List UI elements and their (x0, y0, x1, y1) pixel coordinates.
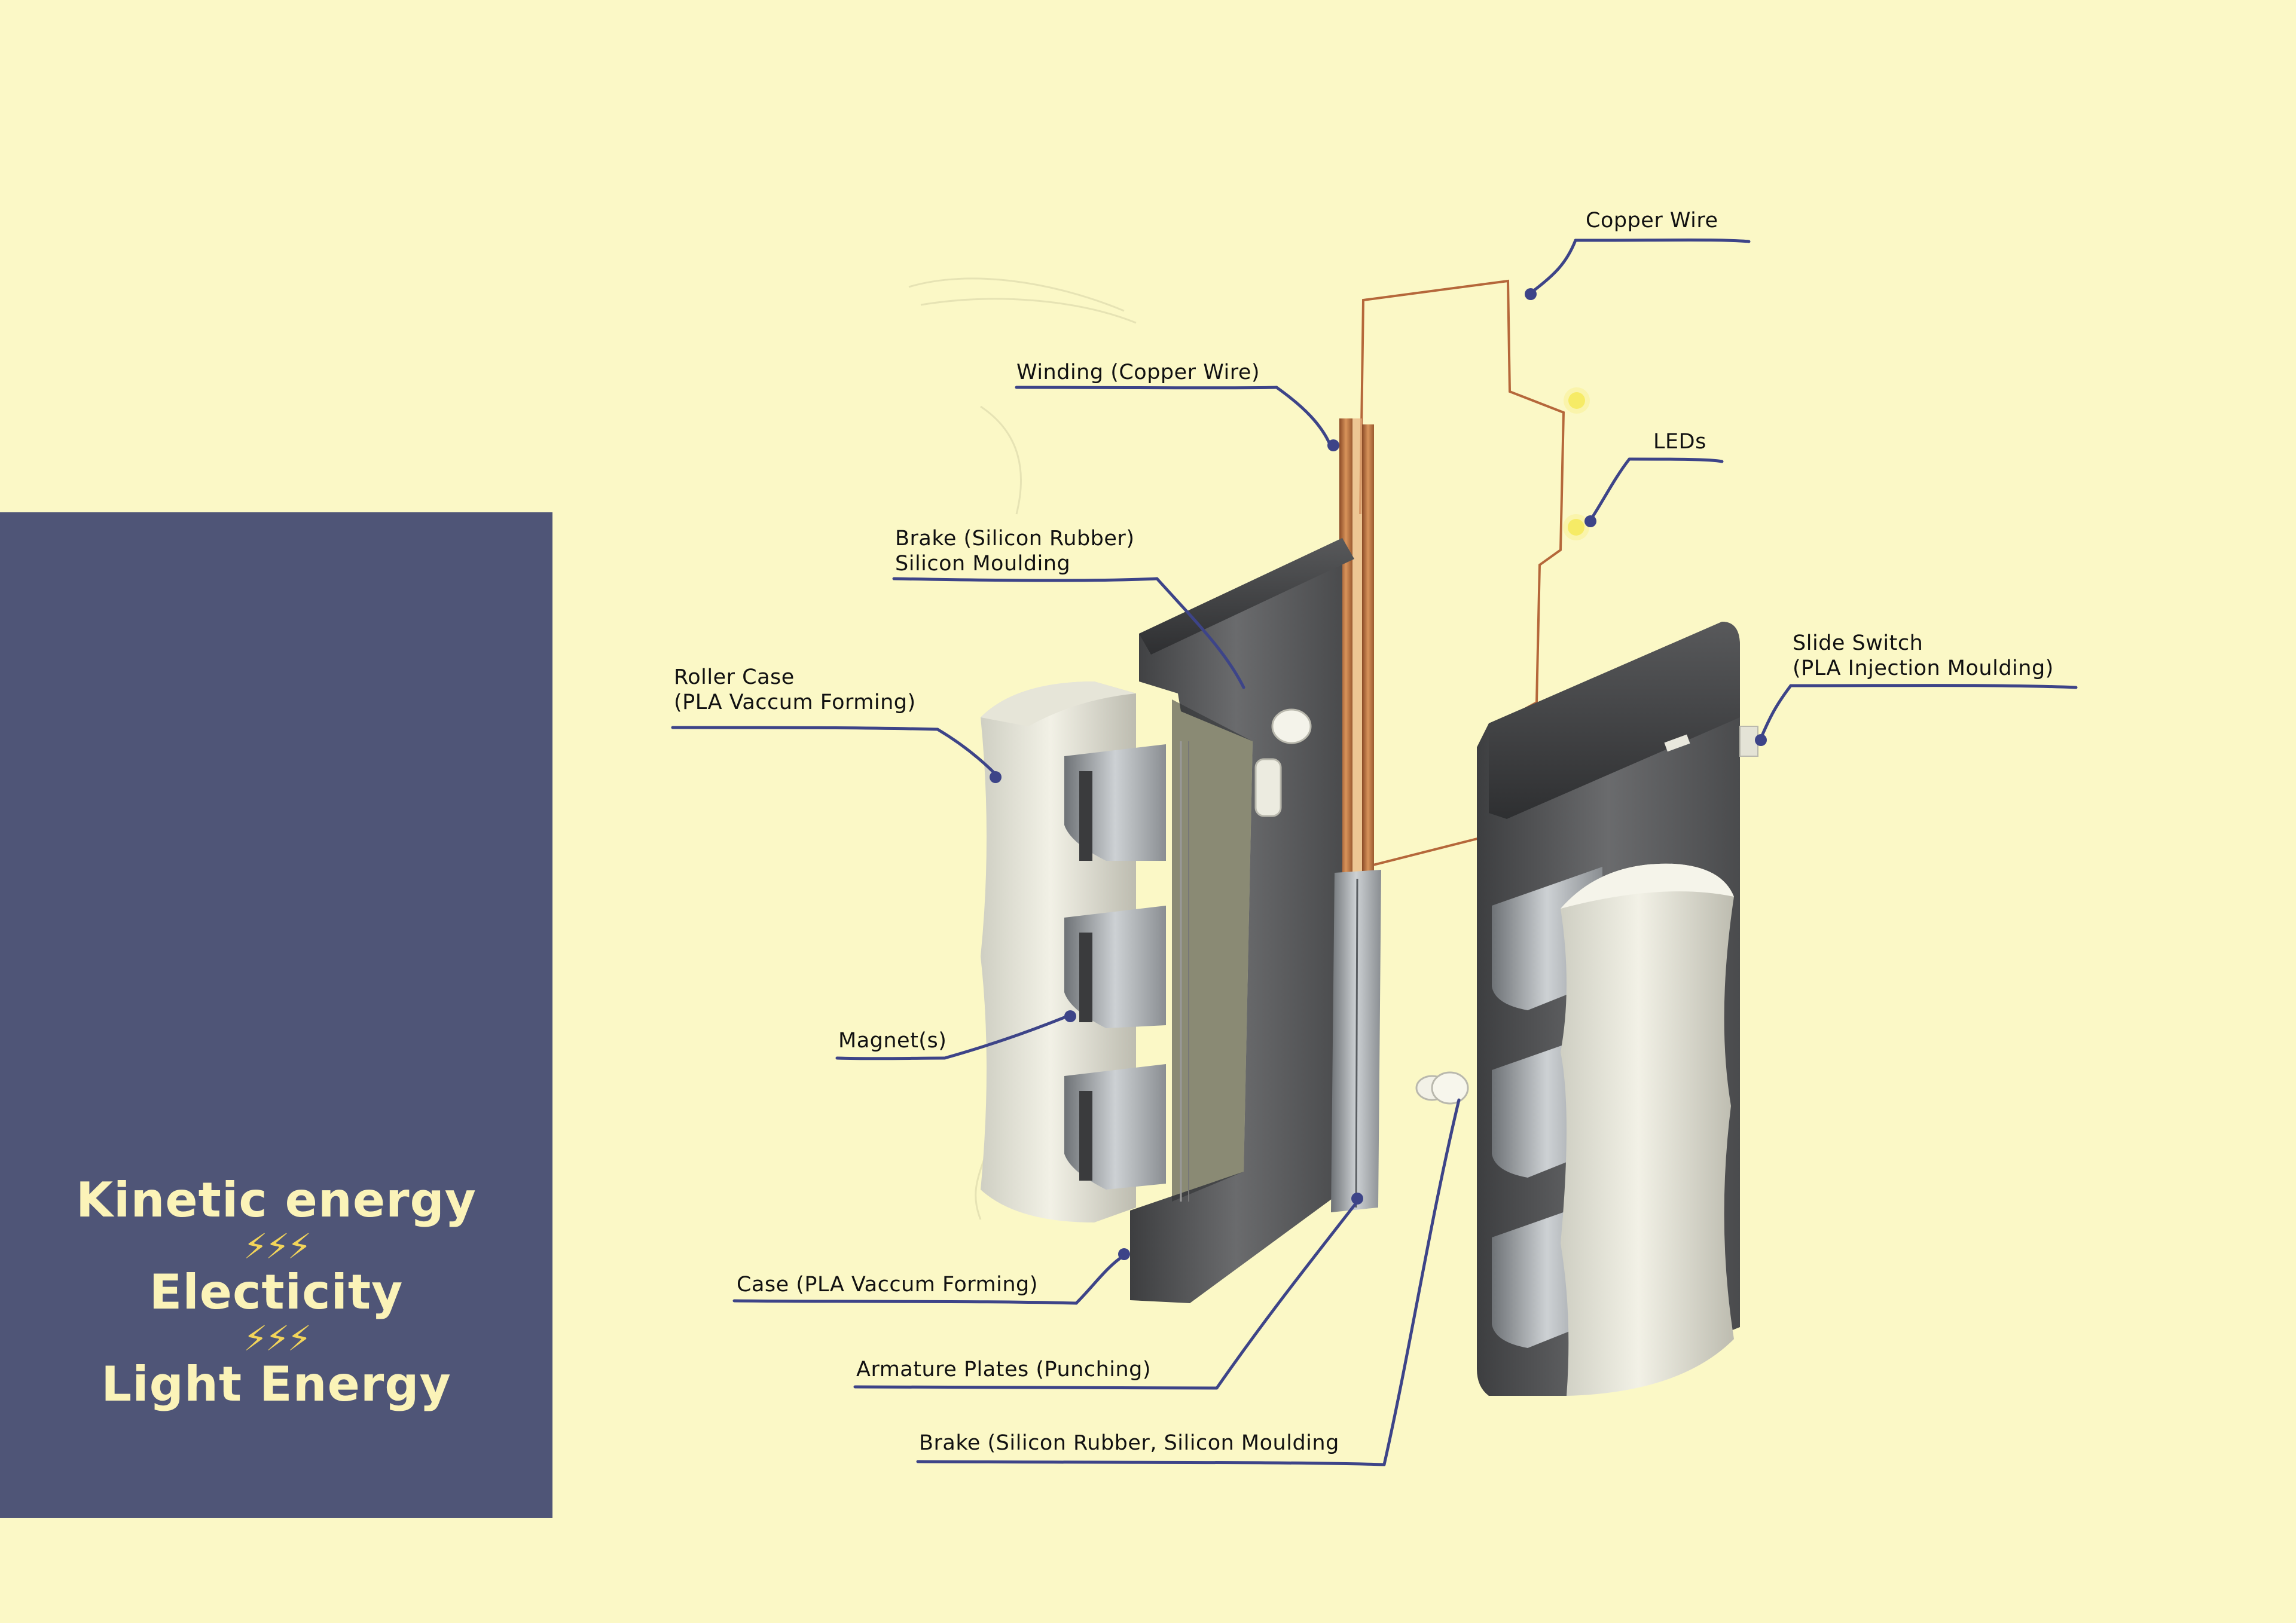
led-icon (1563, 387, 1590, 540)
label-case: Case (PLA Vaccum Forming) (737, 1273, 1038, 1297)
slide-switch (1739, 726, 1758, 757)
lightning-bolt-icon: ⚡⚡⚡ (243, 1226, 312, 1267)
label-magnets: Magnet(s) (838, 1029, 947, 1053)
energy-panel (0, 512, 552, 1518)
energy-flow: Kinetic energy ⚡⚡⚡ Electicity ⚡⚡⚡ Light … (0, 1172, 552, 1413)
label-brake-top: Brake (Silicon Rubber) Silicon Moulding (895, 527, 1135, 576)
flow-kinetic: Kinetic energy (76, 1172, 477, 1228)
flow-electricity: Electicity (149, 1264, 404, 1320)
label-brake-bottom: Brake (Silicon Rubber, Silicon Moulding (919, 1431, 1339, 1455)
label-leds: LEDs (1653, 430, 1706, 454)
roller-right (1561, 863, 1734, 1396)
brake-knob (1254, 708, 1312, 817)
label-armature: Armature Plates (Punching) (856, 1358, 1152, 1381)
label-copper-wire: Copper Wire (1586, 209, 1718, 233)
label-winding: Winding (Copper Wire) (1016, 360, 1260, 384)
label-slide-switch: Slide Switch (PLA Injection Moulding) (1793, 631, 2054, 680)
lightning-bolt-icon: ⚡⚡⚡ (243, 1318, 312, 1359)
brake-knob-bottom (1415, 1071, 1469, 1105)
armature-plates (1331, 870, 1381, 1212)
leader-lines (671, 239, 2078, 1466)
winding-coil (1339, 418, 1374, 879)
label-roller-case: Roller Case (PLA Vaccum Forming) (674, 665, 916, 714)
flow-light: Light Energy (101, 1356, 451, 1412)
magnets-left (1064, 744, 1166, 1190)
leader-dots (990, 288, 1767, 1260)
